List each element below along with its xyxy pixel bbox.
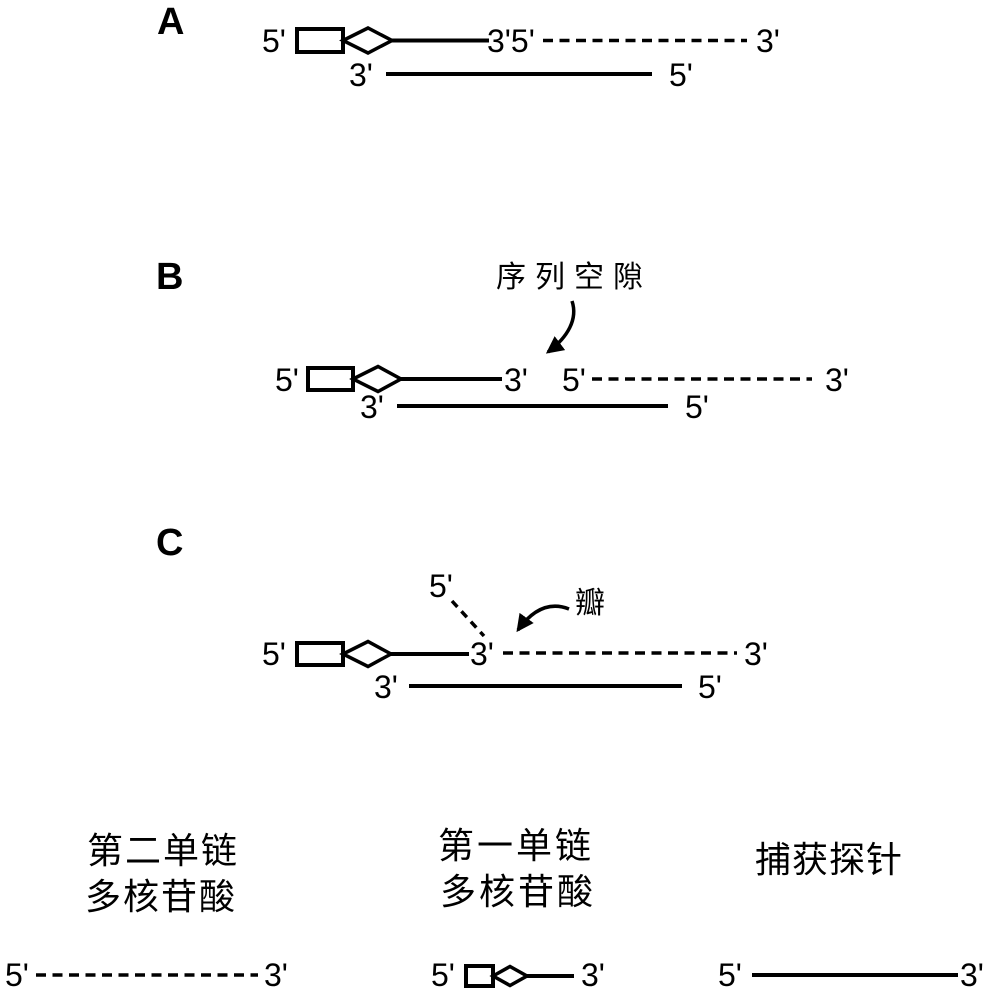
panel-a-top-left-end-label: 5' [262,23,286,59]
panel-c-flap-dashed-line [450,599,486,638]
panel-c-flap-arrow [516,604,570,633]
legend-probe-diamond [489,964,531,988]
panel-b-gap-right-end-label: 5' [562,362,586,398]
legend-probe-right-end-label: 3' [960,957,984,993]
panel-a-junction-label: 3'5' [487,25,535,57]
panel-b-bottom-right-end-label: 5' [685,389,709,425]
legend-second-polynucleotide-label-line2: 多核苷酸 [85,877,238,917]
panel-c-probe-tag-rect [295,641,345,667]
panel-c-diagram [295,599,737,688]
panel-b-label: B [156,256,184,298]
legend-second-polynucleotide-label-line1: 第二单链 [87,831,240,871]
panel-a-bottom-right-end-label: 5' [669,57,693,93]
panel-c-top-right-end-label: 3' [744,636,768,672]
panel-a-junction-left: 3' [487,23,511,59]
panel-a-top-right-end-label: 3' [756,23,780,59]
legend-first-left-end-label: 5' [431,957,455,993]
panel-b-probe-diamond [349,364,405,394]
legend-first-polynucleotide-label-line2: 多核苷酸 [440,872,597,912]
panel-b-probe-tag-rect [306,366,355,392]
legend-second-right-end-label: 3' [264,957,288,993]
panel-a-bottom-left-end-label: 3' [349,57,373,93]
panel-c-probe-diamond [339,639,395,669]
legend-first-polynucleotide-label-line1: 第一单链 [438,826,595,866]
panel-a-probe-tag-rect [295,27,345,54]
panel-a-label: A [157,1,185,43]
panel-c-junction-end-label: 3' [470,636,494,672]
panel-a-diagram [295,26,747,76]
legend-first-right-end-label: 3' [581,957,605,993]
panel-c-label: C [156,522,184,564]
panel-b-gap-arrow [545,300,576,354]
panel-c-bottom-left-end-label: 3' [374,669,398,705]
legend-capture-probe-label: 捕获探针 [755,840,904,880]
legend-diagram [36,964,958,988]
legend-probe-left-end-label: 5' [718,957,742,993]
panel-b-top-left-end-label: 5' [275,362,299,398]
panel-b-gap-left-end-label: 3' [504,362,528,398]
legend-second-left-end-label: 5' [5,957,29,993]
panel-c-flap-end-label: 5' [429,568,453,604]
panel-c-flap-annotation: 瓣 [575,587,605,620]
panel-a-probe-diamond [339,26,396,55]
panel-b-bottom-left-end-label: 3' [360,389,384,425]
panel-c-top-left-end-label: 5' [262,636,286,672]
panel-b-diagram [306,300,812,408]
panel-b-gap-annotation: 序列空隙 [496,261,652,294]
panel-c-bottom-right-end-label: 5' [698,669,722,705]
legend-probe-tag-rect [464,964,495,988]
panel-b-top-right-end-label: 3' [825,362,849,398]
panel-a-junction-right: 5' [510,23,535,59]
